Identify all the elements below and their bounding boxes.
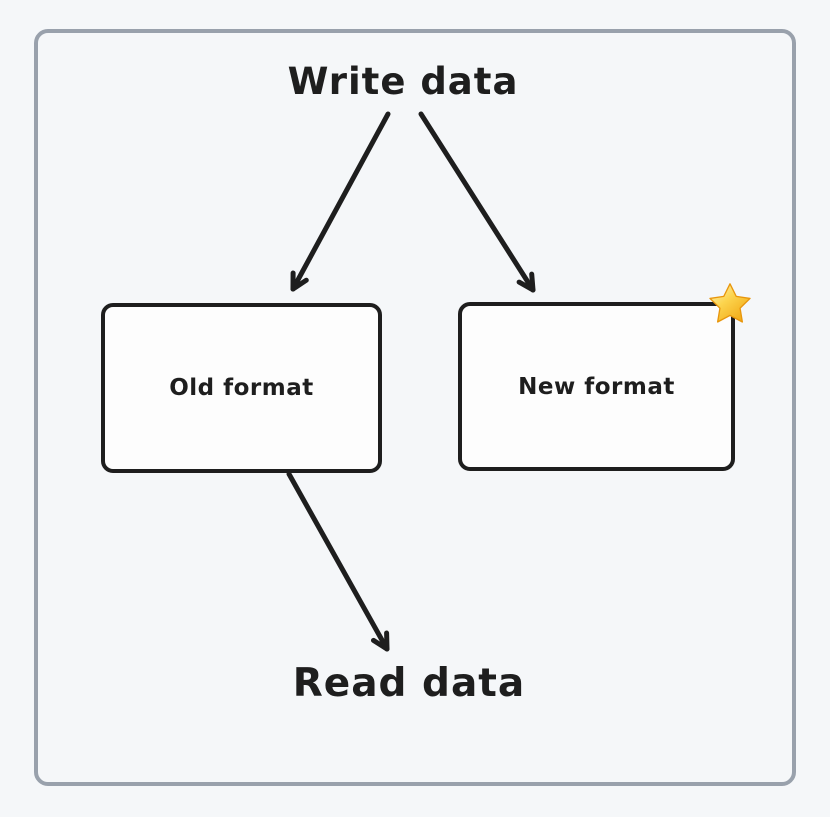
diagram-frame	[34, 29, 796, 786]
new-format-box: New format	[458, 283, 751, 471]
old-format-box: Old format	[101, 303, 382, 473]
write-data-label: Write data	[287, 60, 519, 103]
old-format-label: Old format	[169, 375, 314, 401]
star-icon	[709, 283, 751, 323]
read-data-label: Read data	[292, 661, 526, 706]
new-format-label: New format	[518, 373, 675, 400]
